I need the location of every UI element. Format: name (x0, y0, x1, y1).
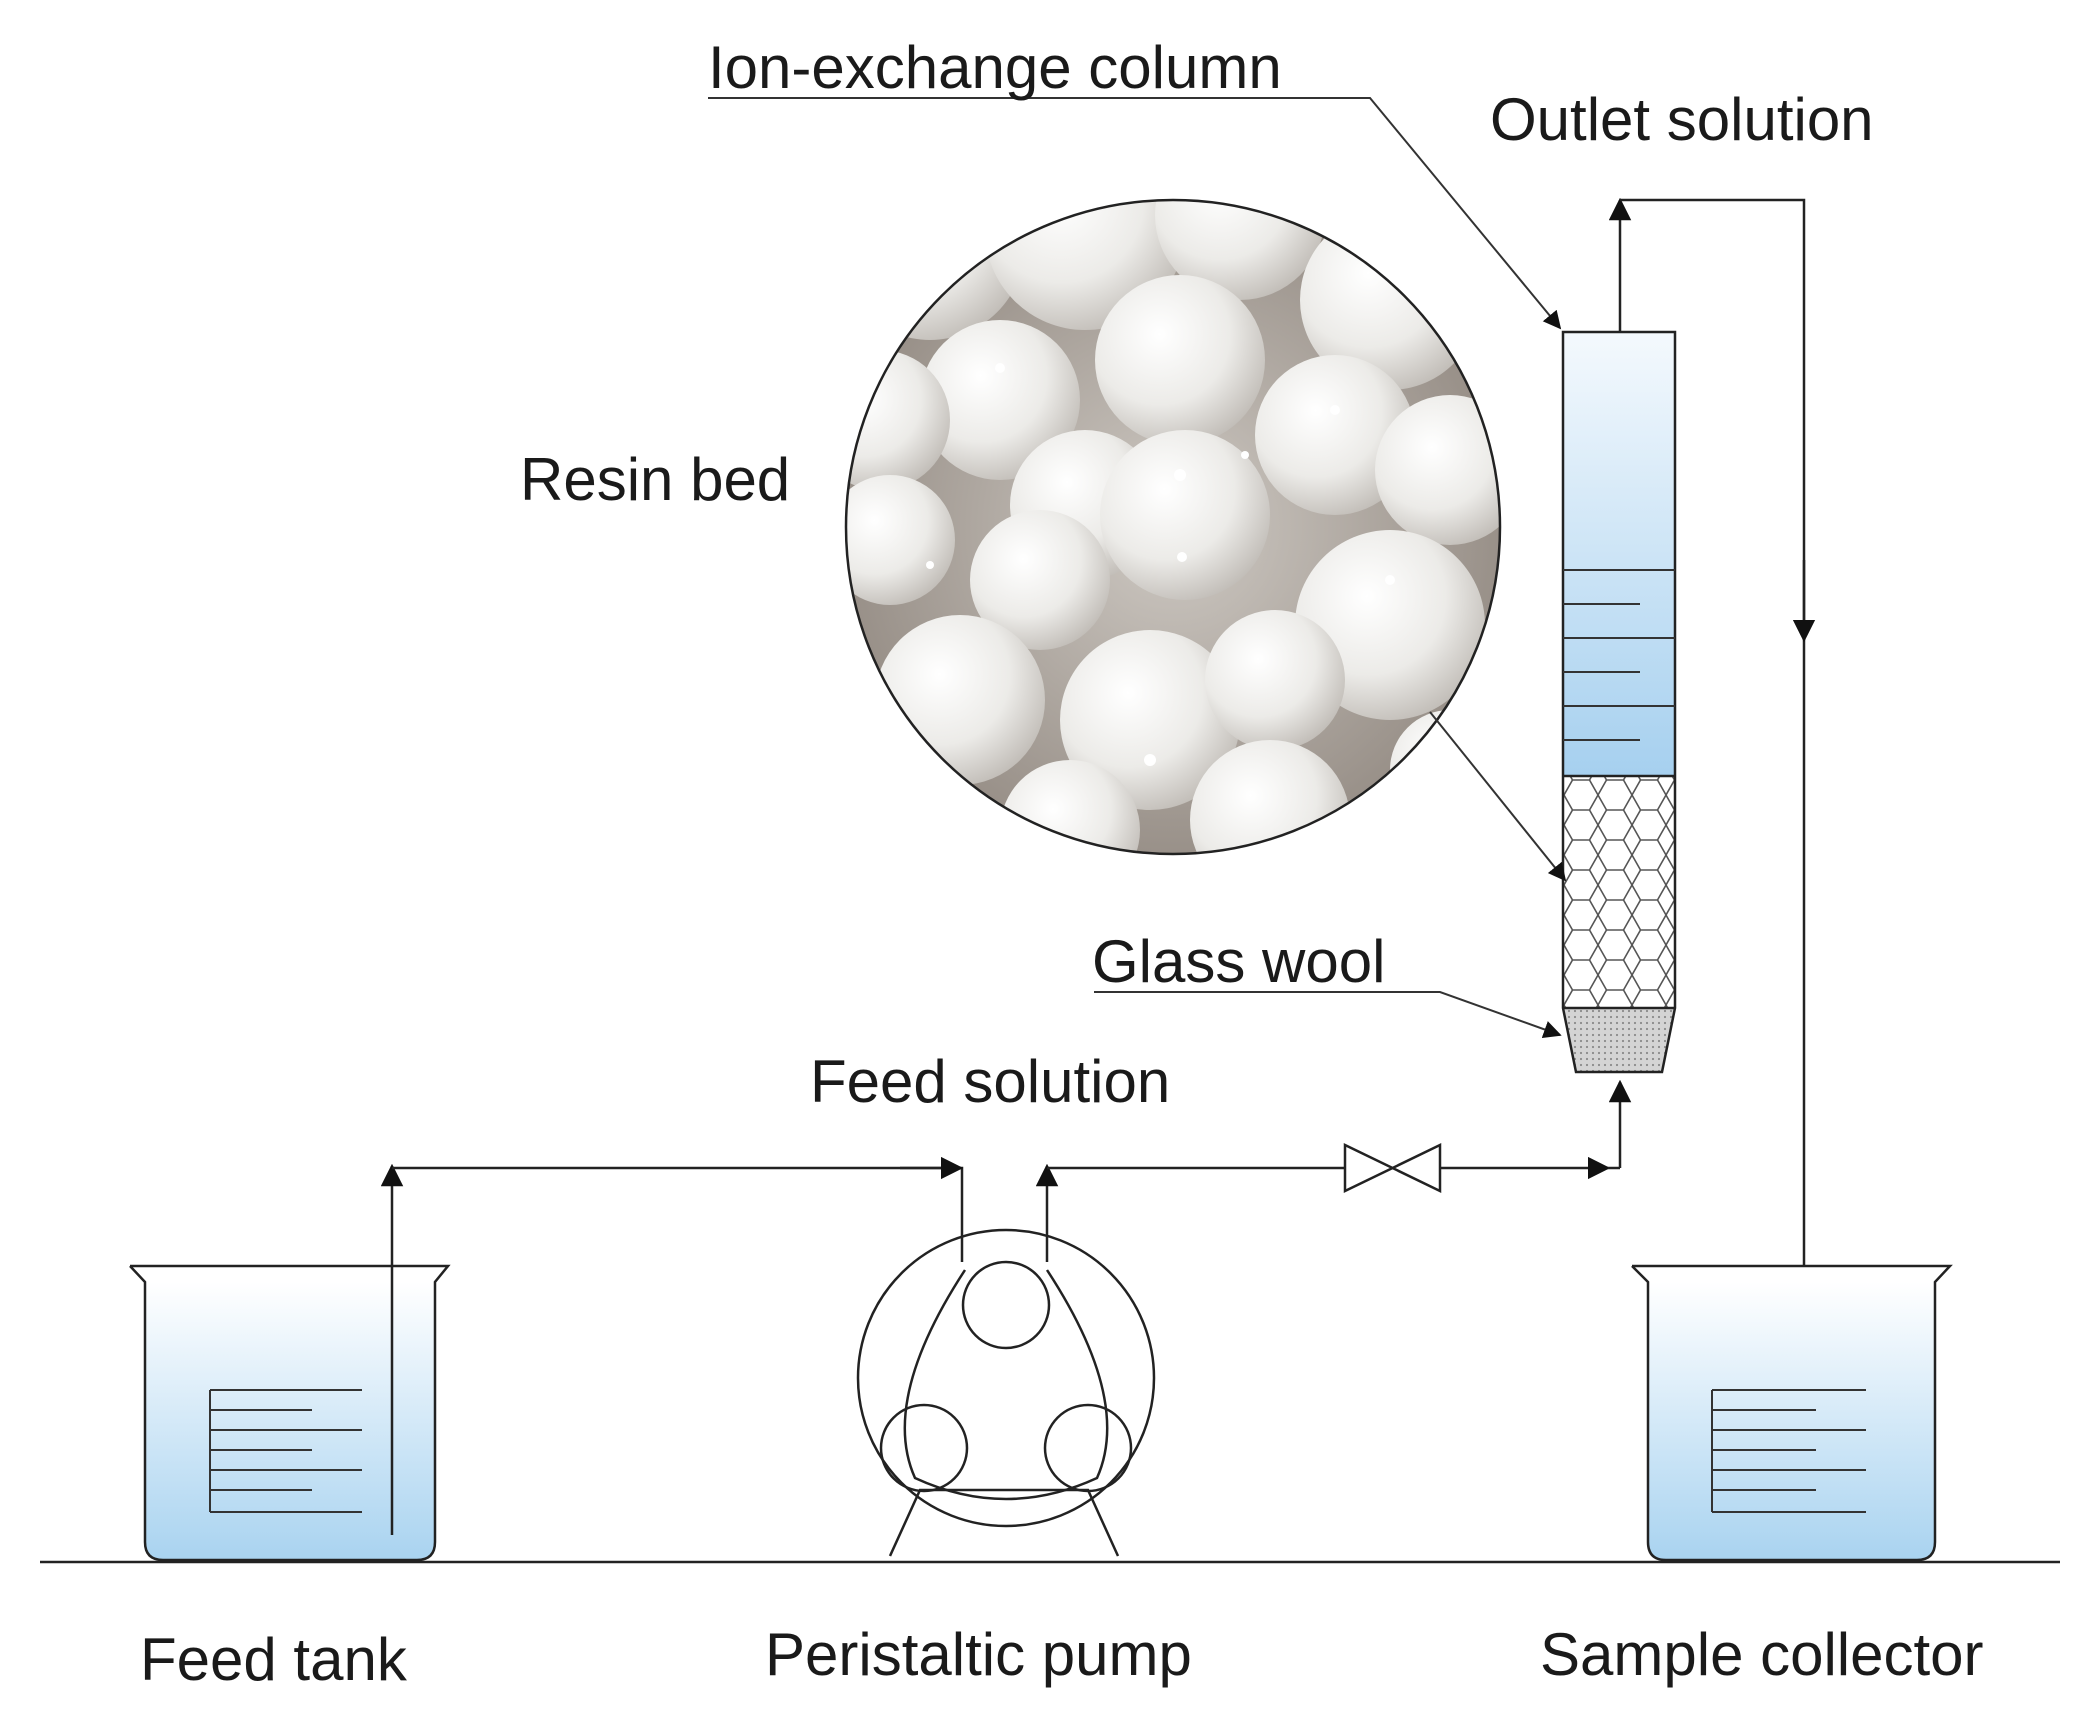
feed-solution-label: Feed solution (810, 1048, 1170, 1115)
sample-collector-beaker-icon (1631, 1264, 1953, 1562)
resin-magnifier-icon (844, 198, 1502, 856)
glass-wool-label: Glass wool (1092, 928, 1385, 995)
sample-collector-graduation-marks (1711, 1389, 1866, 1513)
resin-bed-label: Resin bed (520, 446, 790, 513)
peristaltic-pump-icon (856, 1228, 1156, 1557)
feed-tank-label: Feed tank (140, 1626, 408, 1693)
feed-tank-graduation-marks (209, 1389, 362, 1513)
column-graduation-marks (1563, 569, 1675, 741)
ion-exchange-column-icon (1561, 330, 1677, 1074)
valve-icon (1343, 1143, 1442, 1193)
outlet-solution-label: Outlet solution (1490, 86, 1874, 153)
resin-beads (846, 200, 1500, 854)
peristaltic-pump-label: Peristaltic pump (765, 1621, 1192, 1688)
flow-lines (380, 197, 1816, 1535)
leader-lines (708, 97, 1567, 1039)
sample-collector-label: Sample collector (1540, 1621, 1984, 1688)
feed-tank-beaker-icon (129, 1264, 451, 1562)
ion-exchange-column-label: Ion-exchange column (708, 34, 1282, 101)
